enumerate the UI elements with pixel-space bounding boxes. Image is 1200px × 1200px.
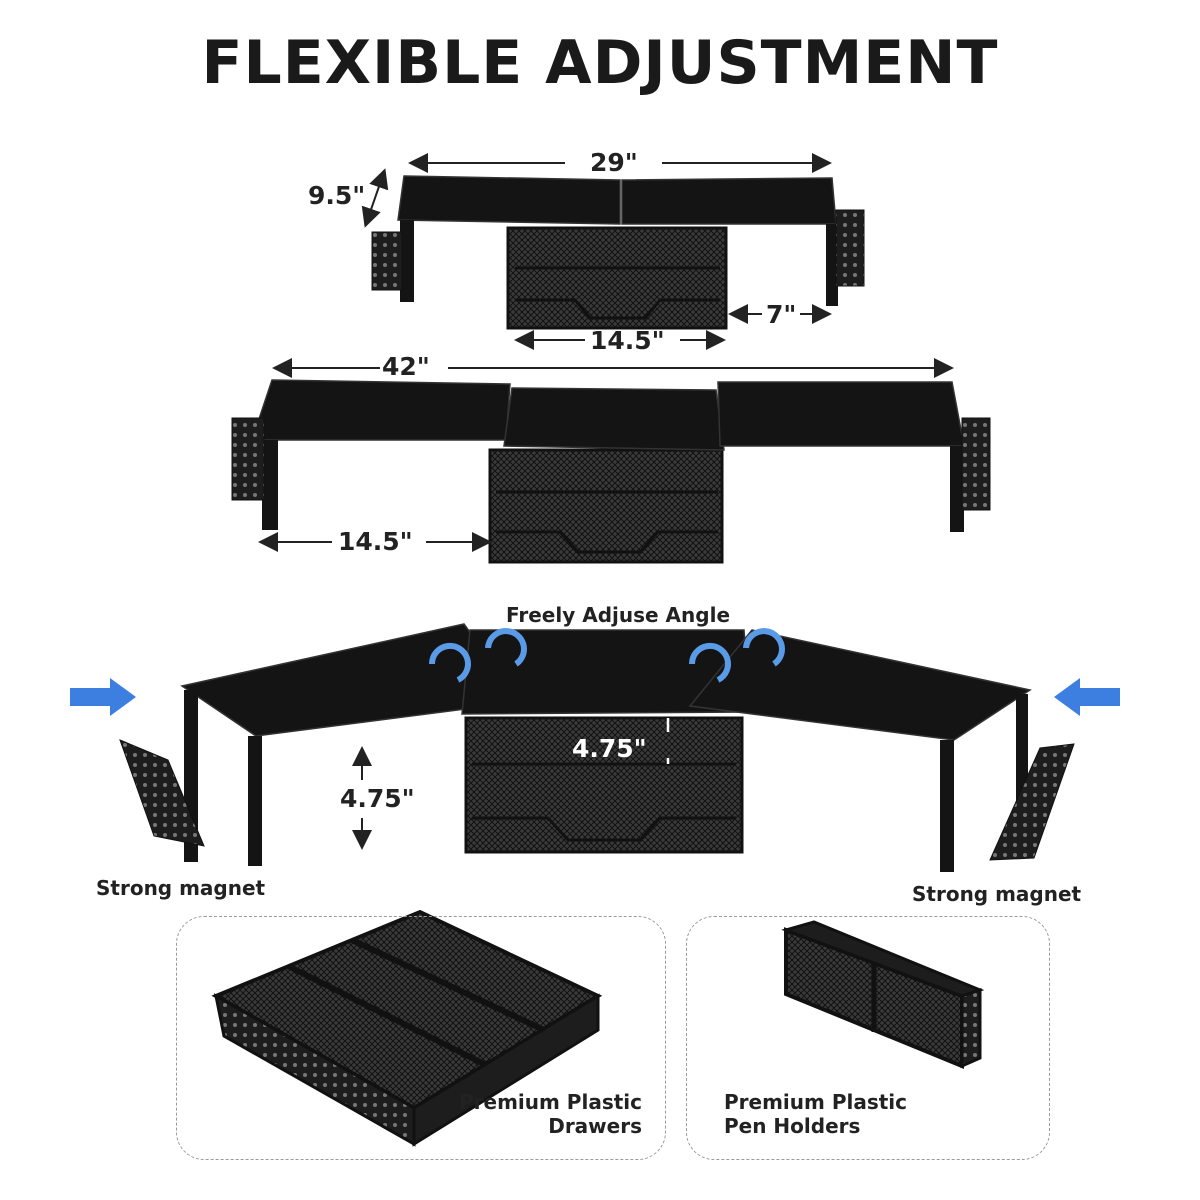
dimension-height-drawer: 4.75" bbox=[572, 734, 647, 763]
dimension-mid-side-width: 14.5" bbox=[338, 527, 413, 556]
stand-angled bbox=[119, 623, 1075, 872]
push-arrow-icon bbox=[70, 678, 136, 716]
dimension-top-width: 29" bbox=[590, 148, 638, 177]
angle-label: Freely Adjuse Angle bbox=[506, 603, 731, 627]
dimension-top-side-gap: 7" bbox=[766, 300, 797, 329]
drawers-caption-line2: Drawers bbox=[548, 1114, 642, 1138]
drawer-closeup bbox=[211, 909, 603, 1147]
stand-compact bbox=[371, 175, 865, 330]
holders-caption: Premium Plastic Pen Holders bbox=[724, 1090, 1024, 1138]
page-title: FLEXIBLE ADJUSTMENT bbox=[201, 28, 999, 98]
dimension-top-depth: 9.5" bbox=[308, 181, 366, 210]
magnet-label-right: Strong magnet bbox=[912, 882, 1082, 906]
pen-holder-panel bbox=[686, 916, 1050, 1160]
magnet-label-left: Strong magnet bbox=[96, 876, 266, 900]
pen-holder-closeup bbox=[781, 920, 985, 1069]
stand-extended bbox=[231, 379, 991, 564]
holders-caption-line2: Pen Holders bbox=[724, 1114, 861, 1138]
dimension-arrow-icon bbox=[361, 168, 389, 228]
push-arrow-icon bbox=[1054, 678, 1120, 716]
drawers-caption-line1: Premium Plastic bbox=[458, 1090, 642, 1114]
drawer-panel bbox=[176, 916, 666, 1160]
rotate-arrow-icon bbox=[428, 628, 785, 683]
dimension-top-drawer-width: 14.5" bbox=[590, 326, 665, 355]
dimension-mid-width: 42" bbox=[382, 352, 430, 381]
drawers-caption: Premium Plastic Drawers bbox=[420, 1090, 642, 1138]
dimension-height-left: 4.75" bbox=[340, 784, 415, 813]
holders-caption-line1: Premium Plastic bbox=[724, 1090, 908, 1114]
